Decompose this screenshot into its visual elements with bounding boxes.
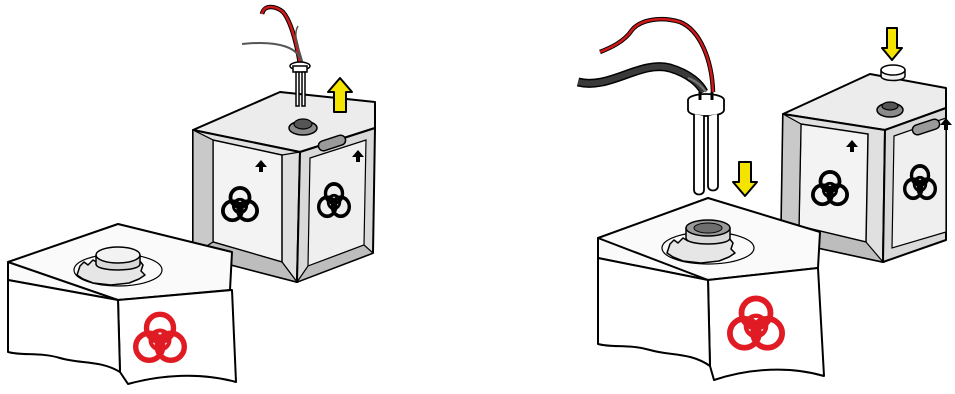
panel-insert — [578, 19, 952, 380]
new-container — [8, 224, 236, 384]
cap-icon — [881, 65, 905, 81]
sensor-probe-icon — [578, 19, 724, 194]
arrow-down-icon — [733, 162, 757, 196]
sensor-probe-icon — [242, 7, 310, 106]
arrow-down-icon — [882, 28, 902, 60]
new-container-open — [598, 198, 824, 380]
panel-remove — [8, 7, 375, 384]
